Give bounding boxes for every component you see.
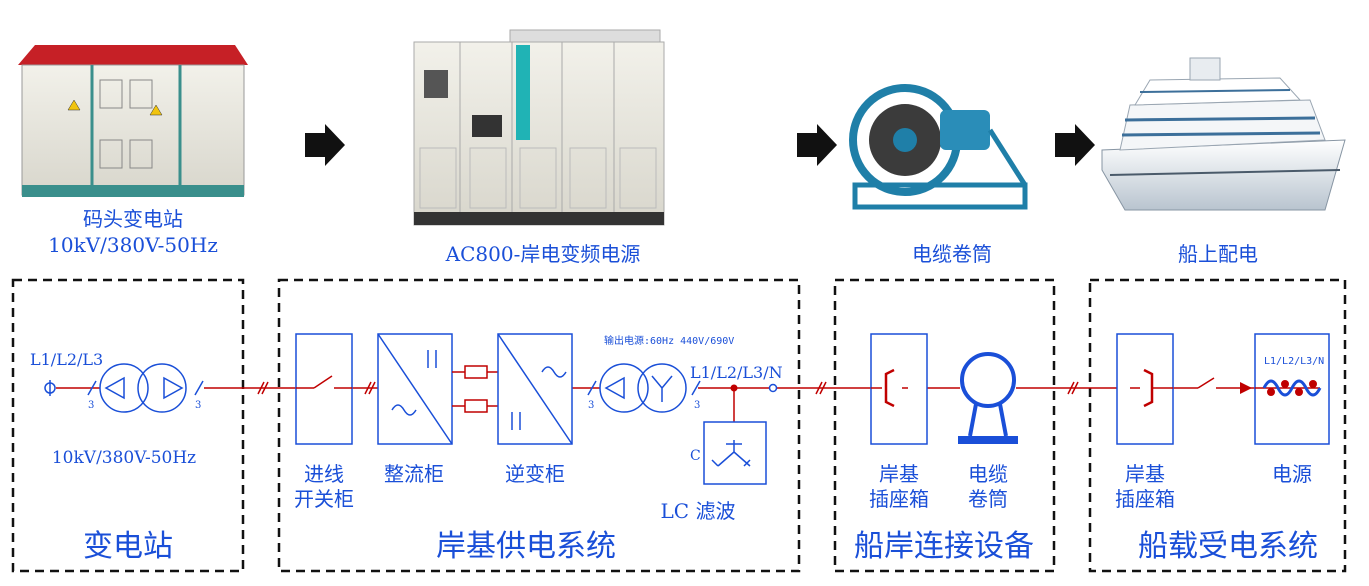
- section-title-connection: 船岸连接设备: [854, 529, 1034, 564]
- tick-3-label: 3: [195, 400, 201, 411]
- cruise-ship-illustration: [1101, 57, 1346, 211]
- substation-illustration: [18, 45, 248, 197]
- rectifier-label: 整流柜: [384, 462, 444, 486]
- shore-socket-label-1: 岸基: [879, 462, 919, 486]
- lc-filter-label: LC 滤波: [661, 499, 736, 523]
- dc-link: [452, 365, 498, 413]
- arrow-icon: [1055, 124, 1095, 166]
- ship-socket-label-2: 插座箱: [1115, 487, 1175, 511]
- incoming-switchgear-label-2: 开关柜: [294, 487, 354, 511]
- converter-title: AC800-岸电变频电源: [445, 242, 641, 266]
- incoming-switchgear-label-1: 进线: [304, 462, 344, 486]
- transformer-rating: 10kV/380V-50Hz: [52, 448, 196, 468]
- power-source-label: 电源: [1272, 462, 1312, 486]
- breaker-symbol: [1197, 377, 1252, 394]
- section-title-shore-supply: 岸基供电系统: [436, 529, 616, 564]
- tick-3-label: 3: [88, 400, 94, 411]
- cable-reel-label-2: 卷筒: [968, 487, 1008, 511]
- phase-label-out: L1/L2/L3/N: [690, 363, 783, 382]
- cable-reel-symbol: [958, 352, 1018, 444]
- cable-reel-label-1: 电缆: [968, 462, 1008, 486]
- output-terminal: [768, 383, 778, 393]
- capacitor-c-label: C: [690, 448, 701, 464]
- phase-label-in: L1/L2/L3: [30, 350, 103, 369]
- ship-socket-symbol: [1116, 333, 1174, 445]
- converter-cabinet-illustration: [413, 29, 665, 226]
- tick-3-label: 3: [694, 400, 700, 411]
- power-line: [56, 381, 1255, 395]
- incoming-switchgear-symbol: [295, 333, 353, 445]
- section-frame-substation: [11, 278, 245, 573]
- inverter-symbol: [497, 333, 573, 445]
- lc-filter-symbol: [703, 388, 767, 485]
- section-frame-ship: [1088, 278, 1347, 573]
- shore-socket-symbol: [870, 333, 928, 445]
- power-source-symbol: [1254, 333, 1330, 445]
- power-source-phase-label: L1/L2/L3/N: [1264, 356, 1324, 367]
- ship-power-title: 船上配电: [1178, 242, 1258, 266]
- substation-voltage: 10kV/380V-50Hz: [48, 233, 218, 257]
- cable-reel-illustration: [849, 84, 1028, 210]
- cable-reel-title: 电缆卷筒: [912, 242, 992, 266]
- ship-socket-label-1: 岸基: [1125, 462, 1165, 486]
- section-frame-connection: [833, 278, 1056, 573]
- arrow-icon: [305, 124, 345, 166]
- inverter-label: 逆变柜: [505, 462, 565, 486]
- tick-3-label: 3: [588, 400, 594, 411]
- arrow-icon: [797, 124, 837, 166]
- transformer-icon: [87, 363, 204, 413]
- output-power-label: 输出电源:60Hz 440V/690V: [604, 334, 734, 347]
- substation-title: 码头变电站: [83, 207, 183, 231]
- section-title-substation: 变电站: [83, 529, 173, 564]
- section-frame-shore-supply: [277, 278, 801, 573]
- output-transformer-icon: [587, 363, 701, 413]
- rectifier-symbol: [377, 333, 453, 445]
- section-title-ship: 船载受电系统: [1138, 529, 1318, 564]
- terminal-icon: [44, 380, 56, 396]
- shore-socket-label-2: 插座箱: [869, 487, 929, 511]
